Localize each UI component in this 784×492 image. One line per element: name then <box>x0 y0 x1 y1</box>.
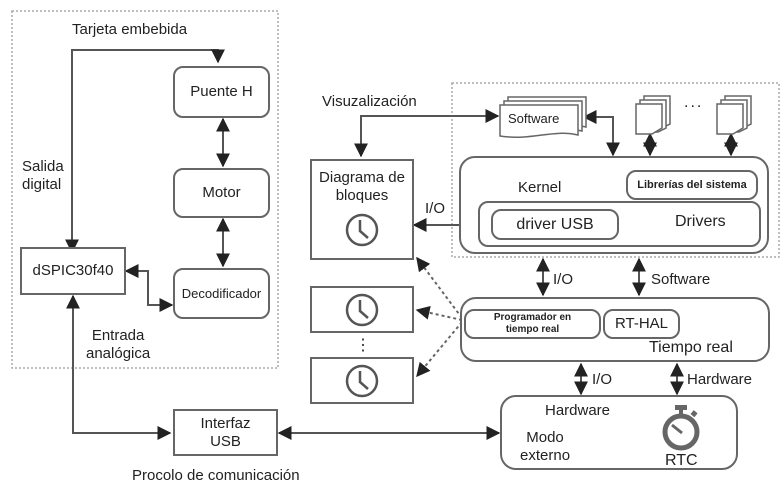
kernel-block: Kernel Librerías del sistema driver USB … <box>459 156 769 254</box>
software-label-rt: Software <box>651 271 711 288</box>
software-doc-label: Software <box>508 111 560 126</box>
hardware-label-hw: Hardware <box>687 371 753 388</box>
drivers-block: driver USB Drivers <box>478 201 761 247</box>
arrow-software-kernel <box>582 110 620 157</box>
dspic-block: dSPIC30f40 <box>20 247 126 295</box>
modo-externo-label: Modo externo <box>520 429 571 464</box>
entrada-analogica-label: Entrada analógica <box>86 327 151 362</box>
tiempo-real-block: Programador en tiempo real RT-HAL Tiempo… <box>460 297 770 362</box>
dotted-arrow-1 <box>416 256 463 319</box>
rt-hal-block: RT-HAL <box>603 309 680 339</box>
io-label-rt: I/O <box>553 271 574 288</box>
clock-block-2 <box>310 286 414 333</box>
interfaz-usb-block: Interfaz USB <box>173 409 278 456</box>
block-diagram: Diagrama de bloques <box>310 159 414 260</box>
programador-block: Programador en tiempo real <box>464 309 601 339</box>
document-stack-icon <box>635 95 671 135</box>
vertical-ellipsis: ⋮ <box>355 337 371 354</box>
puente-h-label: Puente H <box>190 83 253 100</box>
salida-digital-label: Salida digital <box>22 158 64 193</box>
dotted-arrow-3 <box>416 321 463 378</box>
stopwatch-icon <box>662 405 700 451</box>
rtc-label: RTC <box>665 452 698 469</box>
clock-block-3 <box>310 357 414 404</box>
hardware-title: Hardware <box>545 402 611 419</box>
arrow-dspic-decod <box>124 264 174 312</box>
io-label-hw: I/O <box>592 371 613 388</box>
motor-label: Motor <box>202 184 241 201</box>
hardware-block: Hardware Modo externo RTC <box>500 395 738 470</box>
protocol-caption: Procolo de comunicación <box>132 467 300 484</box>
document-stack-icon <box>716 95 752 135</box>
tiempo-real-label: Tiempo real <box>649 339 733 356</box>
clock-icon <box>345 293 379 326</box>
embedded-board-title: Tarjeta embebida <box>72 21 188 38</box>
arrow-dspic-usb <box>66 294 172 440</box>
puente-h-block: Puente H <box>173 66 270 118</box>
decodificador-block: Decodificador <box>173 268 270 319</box>
decodificador-label: Decodificador <box>181 285 262 301</box>
kernel-label: Kernel <box>518 179 562 196</box>
driver-usb-block: driver USB <box>491 209 619 240</box>
librerias-block: Librerías del sistema <box>626 170 758 200</box>
visualization-label: Visuzalización <box>322 93 417 110</box>
drivers-label: Drivers <box>675 213 726 230</box>
arrow-dspic-puente <box>65 49 225 254</box>
document-stack-icon <box>499 96 587 138</box>
dotted-arrow-2 <box>415 305 463 321</box>
clock-icon <box>345 364 379 397</box>
dspic-label: dSPIC30f40 <box>32 262 114 279</box>
doc-ellipsis: ... <box>684 94 704 111</box>
io-label-diagram: I/O <box>425 200 446 217</box>
motor-block: Motor <box>173 168 270 218</box>
clock-icon <box>345 213 379 247</box>
software-frame <box>451 82 780 258</box>
arrow-visualization <box>354 109 500 158</box>
